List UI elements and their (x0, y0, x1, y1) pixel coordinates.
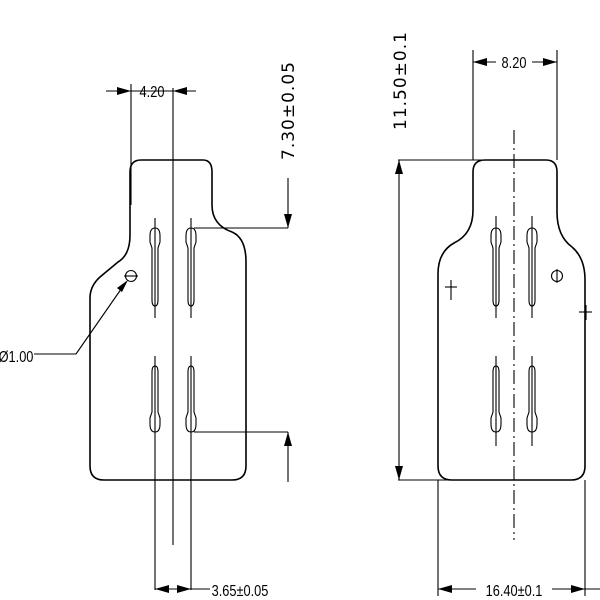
dim-4-20-label: 4.20 (140, 84, 165, 102)
dim-3-65-label: 3.65±0.05 (212, 583, 269, 600)
dim-7-30-label: 7.30±0.05 (279, 61, 299, 160)
left-hole (124, 269, 138, 283)
right-upper-slot-1 (490, 216, 502, 318)
dim-4-20: 4.20 (106, 84, 196, 205)
left-upper-slot-1 (149, 218, 161, 318)
dim-3-65: 3.65±0.05 (155, 583, 268, 600)
dim-11-50: 11.50±0.1 (391, 31, 485, 481)
right-view: 8.20 11.50±0.1 16.40±0.1 (391, 31, 600, 600)
left-outline (89, 159, 247, 481)
right-cross-marker-left (445, 280, 457, 300)
dim-8-20-label: 8.20 (502, 55, 527, 73)
dim-16-40-label: 16.40±0.1 (486, 583, 543, 600)
left-upper-slot-2 (185, 218, 197, 318)
left-lower-slot-1 (149, 356, 161, 590)
dim-hole-diameter: Ø1.00 (0, 280, 128, 366)
dim-16-40: 16.40±0.1 (437, 480, 600, 600)
right-lower-slot-1 (490, 356, 502, 446)
dim-11-50-label: 11.50±0.1 (391, 31, 411, 130)
right-upper-slot-2 (526, 216, 538, 318)
right-cross-marker-right (579, 305, 592, 320)
dim-hole-diameter-label: Ø1.00 (0, 349, 33, 367)
left-view: 4.20 7.30±0.05 Ø1.00 3.65±0.05 (0, 61, 299, 600)
dim-7-30: 7.30±0.05 (194, 61, 299, 482)
left-lower-slot-2 (185, 356, 197, 590)
right-hole (550, 269, 564, 283)
right-lower-slot-2 (526, 356, 538, 446)
dim-8-20: 8.20 (472, 50, 558, 160)
right-outline (437, 159, 586, 481)
